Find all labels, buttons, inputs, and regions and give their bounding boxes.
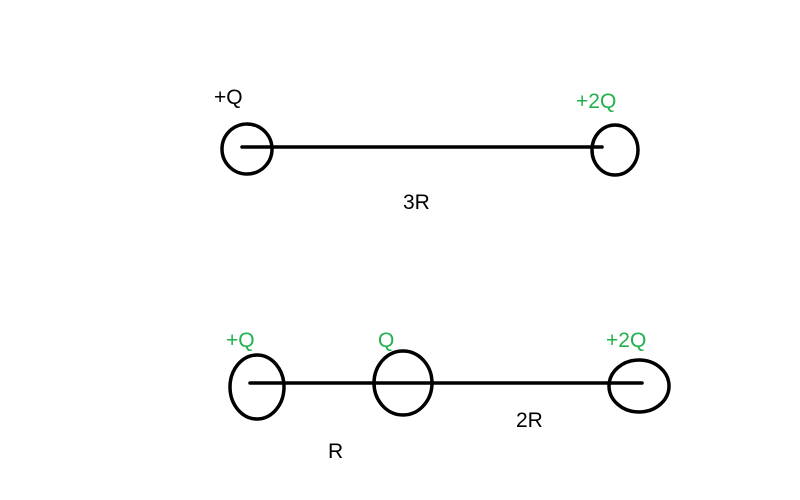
bottom-system bbox=[228, 349, 671, 421]
bottom-right-distance-label: 2R bbox=[516, 409, 543, 432]
top-right-charge-circle bbox=[590, 123, 640, 177]
bottom-right-charge-label: +2Q bbox=[606, 329, 647, 352]
bottom-left-distance-label: R bbox=[328, 440, 344, 463]
bottom-left-charge-circle bbox=[228, 353, 286, 421]
bottom-right-charge-circle bbox=[607, 358, 671, 414]
bottom-middle-charge-circle bbox=[372, 349, 434, 417]
top-left-charge-label: +Q bbox=[214, 86, 243, 109]
top-distance-label: 3R bbox=[403, 191, 430, 214]
top-left-charge-circle bbox=[220, 122, 274, 176]
top-right-charge-label: +2Q bbox=[576, 90, 617, 113]
top-system bbox=[220, 122, 640, 177]
bottom-middle-charge-label: Q bbox=[378, 329, 395, 352]
bottom-left-charge-label: +Q bbox=[226, 329, 255, 352]
